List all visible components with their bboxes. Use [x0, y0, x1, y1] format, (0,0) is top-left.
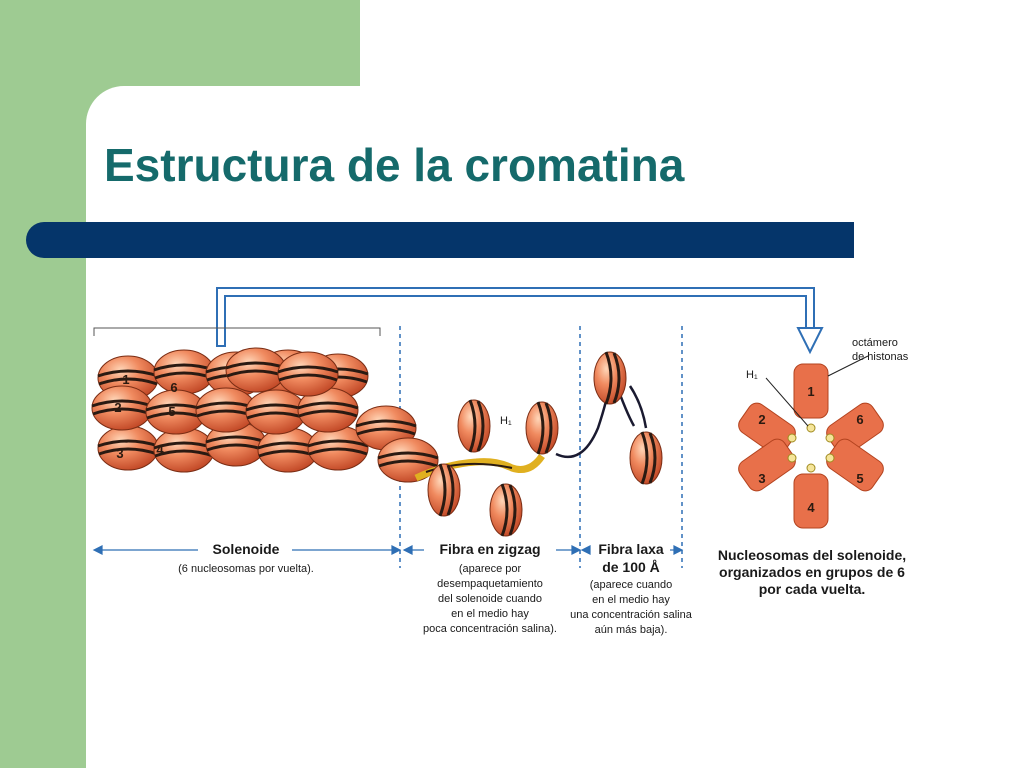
solenoid-number-3: 3 — [116, 446, 123, 461]
petal-number-5: 5 — [856, 471, 863, 486]
zigzag-h1-label: H₁ — [500, 415, 512, 427]
solenoid-number-2: 2 — [114, 400, 121, 415]
zigzag-title: Fibra en zigzag — [439, 541, 540, 557]
laxa-line-3: una concentración salina — [570, 609, 693, 621]
solenoid: 1 2 3 4 5 6 — [90, 346, 440, 484]
zigzag-fiber: H₁ — [414, 398, 560, 538]
nucleosome-rosette: 1 6 5 4 3 2 H₁ octámero de histonas — [738, 337, 909, 529]
laxa-title-line1: Fibra laxa — [598, 541, 664, 557]
octamer-label-line2: de histonas — [852, 351, 909, 363]
solenoid-title: Solenoide — [213, 541, 280, 557]
laxa-line-2: en el medio hay — [592, 594, 670, 606]
laxa-line-4: aún más baja). — [595, 624, 668, 636]
dimension-arrows — [92, 545, 684, 555]
solenoid-number-5: 5 — [168, 404, 175, 419]
slide-title: Estructura de la cromatina — [104, 139, 685, 191]
chromatin-figure: 1 2 3 4 5 6 H₁ 1 6 5 4 — [86, 278, 940, 644]
octamer-label-line1: octámero — [852, 337, 898, 349]
zigzag-line-2: desempaquetamiento — [437, 578, 543, 590]
rosette-caption-line3: por cada vuelta. — [759, 581, 866, 597]
solenoid-note: (6 nucleosomas por vuelta). — [178, 563, 314, 575]
solenoid-number-6: 6 — [170, 380, 177, 395]
title-underline-bar — [26, 222, 854, 258]
solenoid-number-4: 4 — [156, 442, 164, 457]
zigzag-line-3: del solenoide cuando — [438, 593, 542, 605]
solenoid-bracket — [93, 327, 381, 336]
laxa-line-1: (aparece cuando — [590, 579, 673, 591]
rosette-h1-label: H₁ — [746, 369, 758, 381]
zigzag-line-5: poca concentración salina). — [423, 623, 557, 635]
petal-number-1: 1 — [807, 384, 814, 399]
zigzag-line-4: en el medio hay — [451, 608, 529, 620]
rosette-caption-line2: organizados en grupos de 6 — [719, 564, 905, 580]
petal-number-2: 2 — [758, 412, 765, 427]
petal-number-4: 4 — [807, 500, 815, 515]
loose-fiber — [555, 350, 664, 486]
chromatin-diagram: 1 2 3 4 5 6 H₁ 1 6 5 4 — [90, 287, 909, 636]
petal-number-6: 6 — [856, 412, 863, 427]
connector-arrow — [216, 287, 824, 355]
solenoid-number-1: 1 — [122, 372, 129, 387]
rosette-caption-line1: Nucleosomas del solenoide, — [718, 547, 906, 563]
laxa-title-line2: de 100 Å — [602, 559, 660, 575]
petal-number-3: 3 — [758, 471, 765, 486]
zigzag-line-1: (aparece por — [459, 563, 522, 575]
